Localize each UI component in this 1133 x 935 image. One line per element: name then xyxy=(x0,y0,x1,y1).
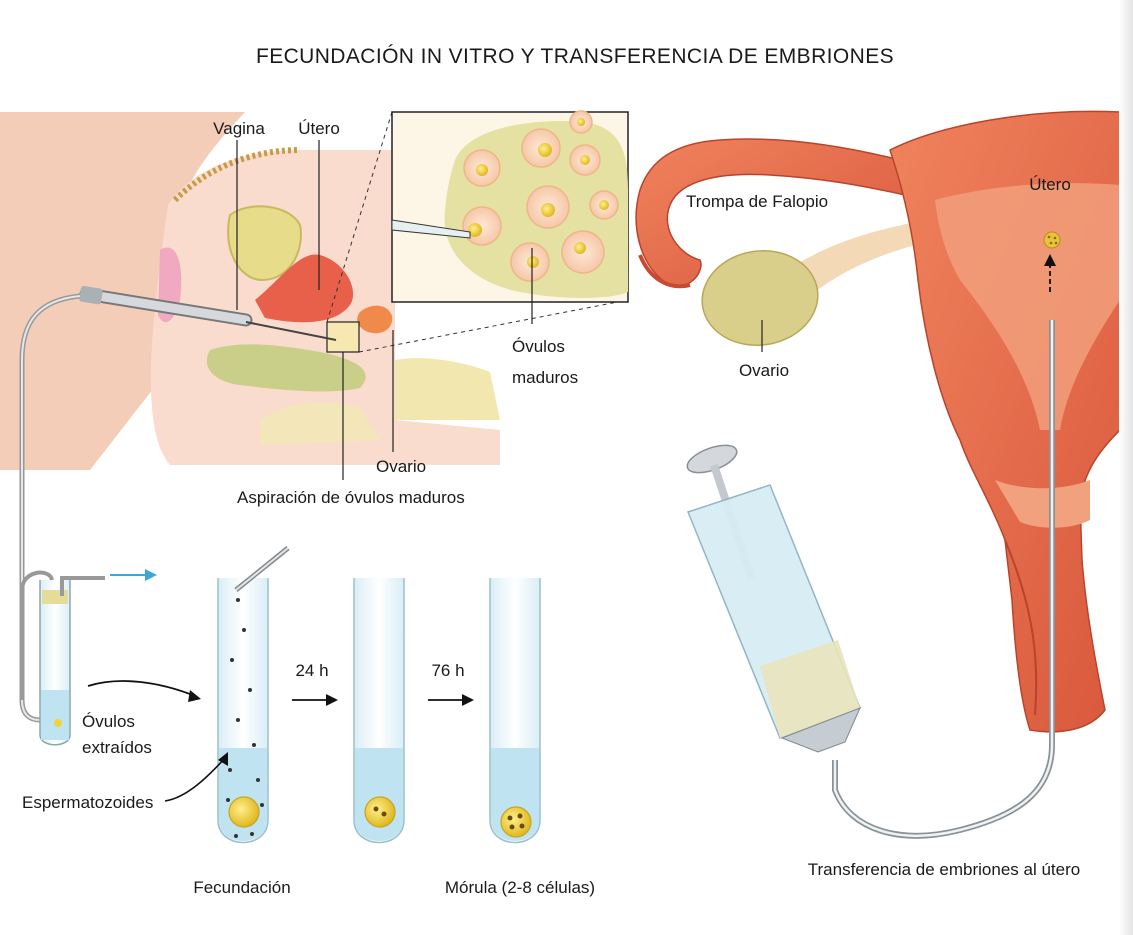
transfer-arrow xyxy=(88,681,195,696)
fertilization-label: Fecundación xyxy=(193,878,290,897)
ovary-label-left: Ovario xyxy=(376,457,426,476)
ovary-label-right: Ovario xyxy=(739,361,789,380)
fallopian-tube-label: Trompa de Falopio xyxy=(686,192,828,211)
arrow-24h-label: 24 h xyxy=(295,661,328,680)
sperm-label: Espermatozoides xyxy=(22,793,153,812)
zygote-tube xyxy=(354,578,404,843)
aspiration-label: Aspiración de óvulos maduros xyxy=(237,488,465,507)
morula-label: Mórula (2-8 células) xyxy=(445,878,595,897)
extracted-ova-label-line1: Óvulos xyxy=(82,712,135,731)
follicle-inset xyxy=(392,111,628,302)
uterus-label-right: Útero xyxy=(1029,175,1071,194)
uterus-label-left: Útero xyxy=(298,119,340,138)
mature-ova-label-line1: Óvulos xyxy=(512,337,565,356)
page-gutter-shadow xyxy=(1119,0,1133,935)
arrow-76h xyxy=(462,694,474,706)
diagram-title: FECUNDACIÓN IN VITRO Y TRANSFERENCIA DE … xyxy=(256,45,894,68)
vagina-label: Vagina xyxy=(213,119,265,138)
mature-ova-label-line2: maduros xyxy=(512,368,578,387)
extracted-ova-label-line2: extraídos xyxy=(82,738,152,757)
arrow-24h xyxy=(326,694,338,706)
fertilization-tube xyxy=(218,548,288,843)
morula-tube xyxy=(490,578,540,843)
arrow-76h-label: 76 h xyxy=(431,661,464,680)
embryo-transfer-label: Transferencia de embriones al útero xyxy=(808,860,1080,879)
